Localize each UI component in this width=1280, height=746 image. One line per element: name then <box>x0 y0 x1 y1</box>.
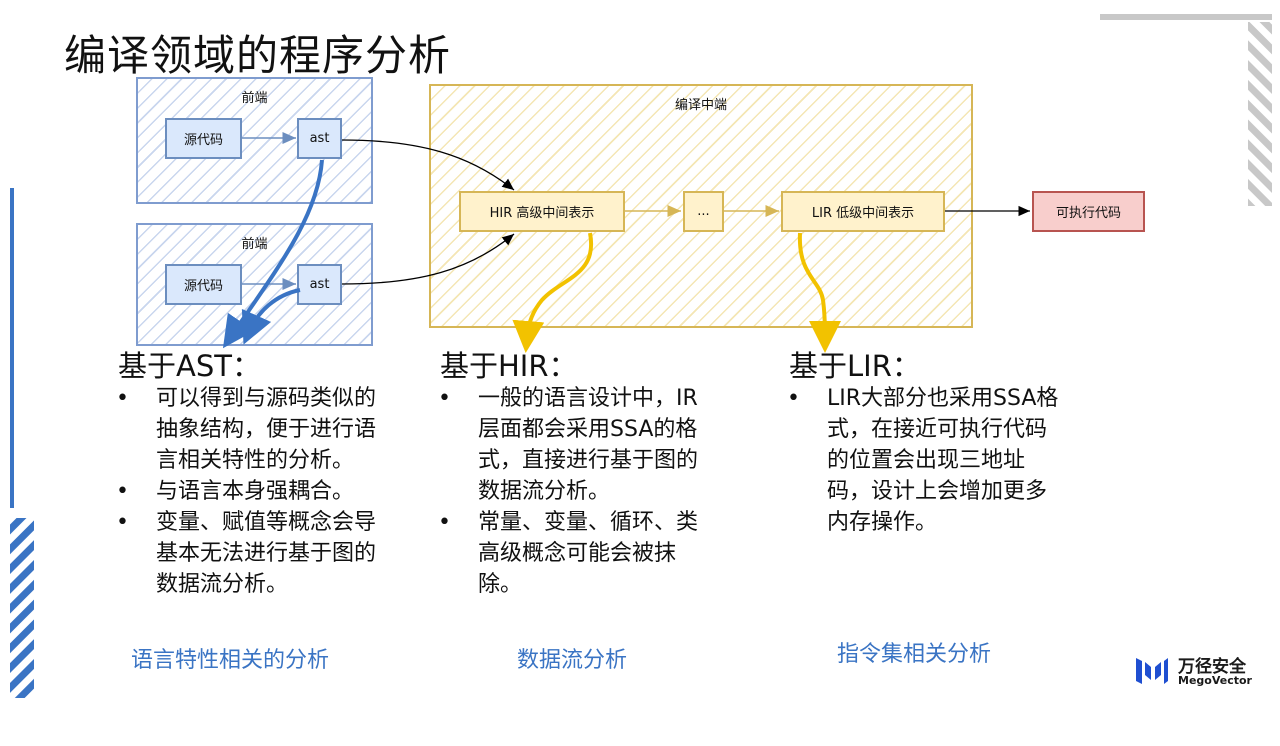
ast-bullet-3: 变量、赋值等概念会导基本无法进行基于图的数据流分析。 <box>116 507 386 600</box>
executable-node: 可执行代码 <box>1032 191 1145 232</box>
frontend-label-2: 前端 <box>241 237 268 252</box>
top-grey-bar <box>1100 14 1272 20</box>
ellipsis-node: ... <box>683 191 724 232</box>
logo-name: 万径安全 <box>1178 657 1246 677</box>
hir-bullet-2: 常量、变量、循环、类高级概念可能会被抹除。 <box>438 507 710 600</box>
logo: 万径安全 MegoVector <box>1134 652 1274 692</box>
ast-bullets: 可以得到与源码类似的抽象结构，便于进行语言相关特性的分析。 与语言本身强耦合。 … <box>116 383 386 600</box>
hir-bullet-1: 一般的语言设计中，IR层面都会采用SSA的格式，直接进行基于图的数据流分析。 <box>438 383 710 507</box>
edge-ast1-hir <box>341 139 515 191</box>
lir-footer: 指令集相关分析 <box>837 642 992 667</box>
hir-heading: 基于HIR： <box>440 349 578 383</box>
hir-node: HIR 高级中间表示 <box>459 191 625 232</box>
yellow-arrow-lir <box>797 232 841 353</box>
lir-heading: 基于LIR： <box>789 349 921 383</box>
page-title: 编译领域的程序分析 <box>64 31 452 80</box>
source-code-node-1: 源代码 <box>165 118 242 159</box>
hir-bullets: 一般的语言设计中，IR层面都会采用SSA的格式，直接进行基于图的数据流分析。 常… <box>438 383 710 600</box>
right-grey-stripes <box>1248 22 1272 206</box>
ast-node-2: ast <box>297 264 342 305</box>
hir-footer: 数据流分析 <box>517 648 628 673</box>
frontend-label-1: 前端 <box>241 91 268 106</box>
blue-arrow-2 <box>241 288 301 345</box>
lir-bullet-1: LIR大部分也采用SSA格式，在接近可执行代码的位置会出现三地址码，设计上会增加… <box>787 383 1059 538</box>
lir-node: LIR 低级中间表示 <box>781 191 945 232</box>
yellow-arrow-hir <box>512 232 594 353</box>
logo-mark-icon <box>1136 658 1168 684</box>
lir-bullets: LIR大部分也采用SSA格式，在接近可执行代码的位置会出现三地址码，设计上会增加… <box>787 383 1059 538</box>
ast-bullet-1: 可以得到与源码类似的抽象结构，便于进行语言相关特性的分析。 <box>116 383 386 476</box>
source-code-node-2: 源代码 <box>165 264 242 305</box>
blue-arrow-1 <box>222 159 324 349</box>
ast-node-1: ast <box>297 118 342 159</box>
left-blue-stripes <box>10 518 34 698</box>
left-blue-bar <box>10 188 14 508</box>
edge-ast2-hir <box>341 233 515 285</box>
ast-footer: 语言特性相关的分析 <box>131 648 330 673</box>
logo-sub: MegoVector <box>1178 674 1252 687</box>
middle-end-label: 编译中端 <box>674 98 727 113</box>
ast-heading: 基于AST： <box>118 349 261 383</box>
ast-bullet-2: 与语言本身强耦合。 <box>116 476 386 507</box>
